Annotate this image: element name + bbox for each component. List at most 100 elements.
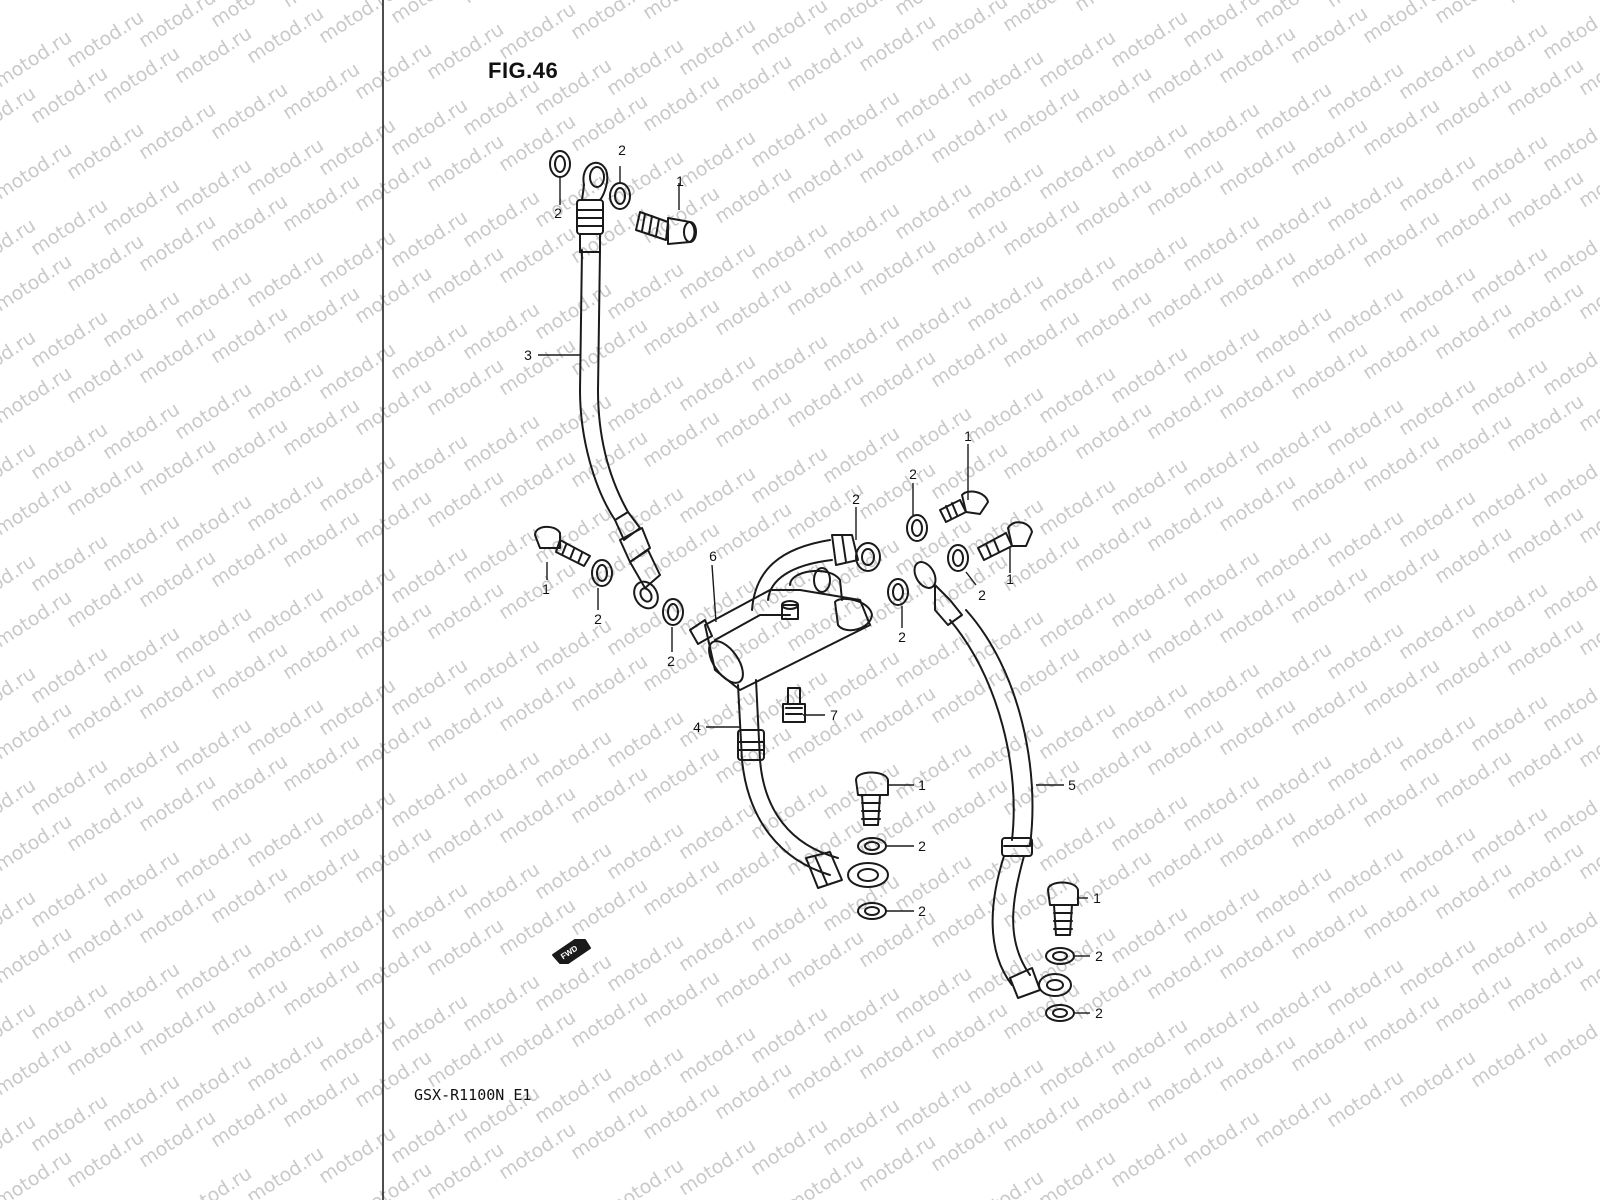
watermark-text: motod.ru (1251, 1086, 1336, 1152)
watermark-text: motod.ru (891, 178, 976, 244)
watermark-text: motod.ru (495, 782, 580, 848)
watermark-text: motod.ru (1143, 266, 1228, 332)
watermark-text: motod.ru (747, 890, 832, 956)
watermark-text: motod.ru (783, 366, 868, 432)
watermark-text: motod.ru (387, 318, 472, 384)
watermark-text: motod.ru (27, 866, 112, 932)
watermark-text: motod.ru (1467, 578, 1552, 644)
watermark-text: motod.ru (1179, 546, 1264, 612)
callout-1-ur-b: 1 (1006, 571, 1014, 587)
watermark-text: motod.ru (99, 286, 184, 352)
callout-7-bleeder: 7 (830, 707, 838, 723)
watermark-text: motod.ru (423, 802, 508, 868)
watermark-text: motod.ru (855, 10, 940, 76)
watermark-text: motod.ru (639, 1078, 724, 1144)
watermark-text: motod.ru (423, 1026, 508, 1092)
watermark-text: motod.ru (1431, 298, 1516, 364)
watermark-text: motod.ru (495, 1006, 580, 1072)
watermark-text: motod.ru (1107, 566, 1192, 632)
watermark-text: motod.ru (711, 50, 796, 116)
watermark-text: motod.ru (423, 578, 508, 644)
watermark-text: motod.ru (783, 142, 868, 208)
watermark-text: motod.ru (783, 30, 868, 96)
watermark-text: motod.ru (603, 370, 688, 436)
watermark-text: motod.ru (171, 1162, 256, 1200)
watermark-text: motod.ru (999, 0, 1084, 36)
watermark-text: motod.ru (423, 354, 508, 420)
watermark-text: motod.ru (1071, 510, 1156, 576)
watermark-text: motod.ru (1431, 746, 1516, 812)
watermark-text: motod.ru (783, 1038, 868, 1104)
watermark-text: motod.ru (1467, 242, 1552, 308)
watermark-text: motod.ru (387, 542, 472, 608)
watermark-text: motod.ru (243, 470, 328, 536)
watermark-text: motod.ru (783, 478, 868, 544)
watermark-text: motod.ru (783, 702, 868, 768)
watermark-text: motod.ru (1395, 1046, 1480, 1112)
watermark-text: motod.ru (99, 42, 184, 108)
watermark-text: motod.ru (1503, 0, 1588, 8)
watermark-text: motod.ru (855, 906, 940, 972)
watermark-text: motod.ru (1143, 826, 1228, 892)
watermark-text: motod.ru (963, 1054, 1048, 1120)
watermark-text: motod.ru (603, 1154, 688, 1200)
callout-leaders (538, 166, 1090, 1014)
watermark-text: motod.ru (747, 1002, 832, 1068)
watermark-text: motod.ru (1215, 1030, 1300, 1096)
watermark-text: motod.ru (1035, 362, 1120, 428)
watermark-text: motod.ru (711, 946, 796, 1012)
callout-1-ur-a: 1 (964, 428, 972, 444)
watermark-text: motod.ru (351, 374, 436, 440)
watermark-text: motod.ru (279, 954, 364, 1020)
watermark-text: motod.ru (1107, 118, 1192, 184)
watermark-text: motod.ru (963, 606, 1048, 672)
watermark-text: motod.ru (1179, 1106, 1264, 1172)
watermark-text: motod.ru (423, 242, 508, 308)
watermark-text: motod.ru (1359, 94, 1444, 160)
watermark-text: motod.ru (459, 410, 544, 476)
watermark-text: motod.ru (315, 114, 400, 180)
watermark-text: motod.ru (567, 874, 652, 940)
watermark-text: motod.ru (1287, 2, 1372, 68)
watermark-text: motod.ru (1359, 766, 1444, 832)
watermark-text: motod.ru (387, 430, 472, 496)
watermark-text: motod.ru (315, 338, 400, 404)
watermark-text: motod.ru (1323, 170, 1408, 236)
watermark-text: motod.ru (1251, 302, 1336, 368)
watermark-text: motod.ru (351, 822, 436, 888)
watermark-text: motod.ru (1071, 398, 1156, 464)
watermark-text: motod.ru (1107, 1014, 1192, 1080)
watermark-text: motod.ru (855, 1130, 940, 1196)
watermark-text: motod.ru (99, 734, 184, 800)
watermark-text: motod.ru (171, 378, 256, 444)
watermark-text: motod.ru (747, 442, 832, 508)
model-code: GSX-R1100N E1 (414, 1086, 532, 1104)
watermark-text: motod.ru (1395, 710, 1480, 776)
watermark-text: motod.ru (567, 650, 652, 716)
watermark-text: motod.ru (819, 422, 904, 488)
watermark-text: motod.ru (351, 598, 436, 664)
watermark-text: motod.ru (639, 966, 724, 1032)
watermark-text: motod.ru (819, 758, 904, 824)
watermark-text: motod.ru (1071, 846, 1156, 912)
callout-6-joint: 6 (709, 548, 717, 564)
watermark-text: motod.ru (351, 150, 436, 216)
watermark-text: motod.ru (1035, 586, 1120, 652)
watermark-text: motod.ru (63, 342, 148, 408)
watermark-text: motod.ru (1107, 6, 1192, 72)
washer-ur-b (906, 514, 928, 542)
watermark-text: motod.ru (819, 198, 904, 264)
watermark-text: motod.ru (783, 254, 868, 320)
watermark-text: motod.ru (1395, 934, 1480, 1000)
watermark-text: motod.ru (855, 346, 940, 412)
watermark-text: motod.ru (279, 618, 364, 684)
watermark-text: motod.ru (891, 738, 976, 804)
watermark-text: motod.ru (1179, 658, 1264, 724)
watermark-text: motod.ru (279, 394, 364, 460)
watermark-text: motod.ru (351, 934, 436, 1000)
watermark-text: motod.ru (927, 438, 1012, 504)
watermark-text: motod.ru (1071, 174, 1156, 240)
watermark-text: motod.ru (27, 194, 112, 260)
callout-2-ur-c: 2 (978, 587, 986, 603)
watermark-text: motod.ru (1323, 282, 1408, 348)
